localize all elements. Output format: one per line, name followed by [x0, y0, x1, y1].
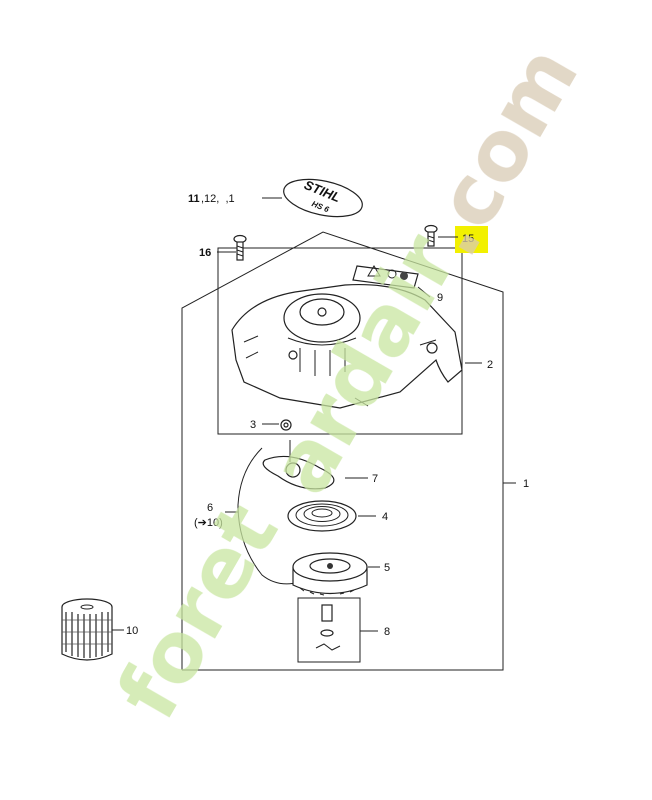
pawl-kit-part [315, 604, 341, 651]
nut-part [280, 419, 292, 431]
starter-rope-part [237, 447, 301, 585]
watermark: foret ardair .com [98, 30, 597, 735]
warning-label-part [352, 265, 419, 289]
callout-10: 10 [126, 625, 138, 637]
callout-1: 1 [523, 478, 529, 490]
logo-cap-part: STIHL HS 6 [283, 177, 363, 218]
highlight-15 [455, 226, 488, 253]
assembly-outline [181, 231, 504, 671]
callout-3: 3 [250, 419, 256, 431]
callout-8: 8 [384, 626, 390, 638]
callout-5: 5 [384, 562, 390, 574]
fan-housing-part [231, 284, 463, 409]
callout-4: 4 [382, 511, 388, 523]
rewind-spring-part [262, 440, 335, 490]
rope-rotor-part [292, 552, 368, 596]
screw-icon [424, 224, 438, 247]
callout-9: 9 [437, 292, 443, 304]
callout-11: 11 [188, 193, 200, 205]
callout-7: 7 [372, 473, 378, 485]
parts-kit-box [297, 597, 361, 663]
spiral-spring-part [287, 500, 357, 532]
screw-icon [233, 234, 247, 261]
housing-group-box [217, 247, 463, 435]
callout-16: 16 [199, 247, 211, 259]
leader-line-9 [417, 286, 431, 298]
callout-6: 6 [207, 502, 213, 514]
callout-6-reference: (➔10) [194, 517, 223, 529]
watermark-prefix: foret [98, 488, 297, 735]
warning-triangle-icon [367, 265, 381, 277]
watermark-suffix: .com [401, 30, 597, 272]
callout-2: 2 [487, 359, 493, 371]
callout-15: 15 [462, 233, 474, 245]
callout-12-1: ,12, ,1 [201, 193, 235, 205]
spool-icon [61, 598, 113, 661]
